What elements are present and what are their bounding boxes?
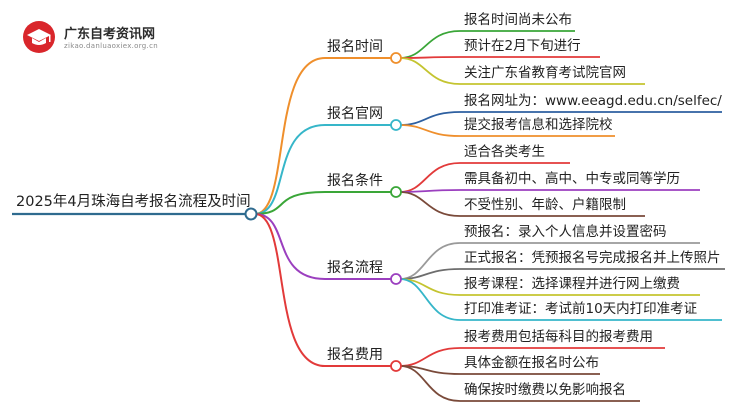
leaf-topic: 需具备初中、高中、中专或同等学历 [464, 171, 680, 187]
leaf-topic: 报考费用包括每科目的报考费用 [464, 329, 653, 345]
leaf-topic: 报考课程：选择课程并进行网上缴费 [464, 276, 680, 292]
leaf-connector [399, 57, 461, 85]
branch-connector [254, 213, 326, 280]
branch-node [390, 273, 402, 285]
leaf-connector [399, 347, 461, 367]
branch-connector [254, 213, 326, 367]
branch-topic: 报名时间 [327, 39, 383, 55]
logo-subtitle: zikao.danluaoxiex.org.cn [64, 42, 158, 50]
branch-node [390, 360, 402, 372]
leaf-topic: 确保按时缴费以免影响报名 [464, 382, 626, 398]
branch-topic: 报名费用 [327, 347, 383, 363]
leaf-connector [399, 191, 461, 217]
leaf-topic: 报名网址为：www.eeagd.edu.cn/selfec/ [464, 93, 722, 109]
branch-topic: 报名官网 [327, 106, 383, 122]
leaf-connector [399, 124, 461, 137]
leaf-connector [399, 56, 461, 59]
leaf-connector [399, 268, 461, 280]
graduation-cap-icon [23, 21, 55, 53]
leaf-connector [399, 162, 461, 193]
leaf-topic: 具体金额在报名时公布 [464, 355, 599, 371]
leaf-connector [399, 30, 461, 59]
leaf-topic: 不受性别、年龄、户籍限制 [464, 197, 626, 213]
branch-connector [254, 191, 326, 215]
leaf-topic: 正式报名：凭预报名号完成报名并上传照片 [464, 250, 721, 266]
leaf-topic: 适合各类考生 [464, 144, 545, 160]
branch-topic: 报名条件 [327, 173, 383, 189]
branch-node [390, 52, 402, 64]
branch-topic: 报名流程 [327, 260, 383, 276]
leaf-topic: 预报名：录入个人信息并设置密码 [464, 224, 667, 240]
leaf-topic: 关注广东省教育考试院官网 [464, 65, 626, 81]
leaf-topic: 报名时间尚未公布 [464, 12, 572, 28]
leaf-connector [399, 111, 461, 126]
root-topic: 2025年4月珠海自考报名流程及时间 [16, 194, 251, 210]
branch-node [390, 119, 402, 131]
branch-node [390, 186, 402, 198]
leaf-topic: 打印准考证：考试前10天内打印准考证 [464, 301, 698, 317]
leaf-connector [399, 278, 461, 321]
root-node [244, 207, 258, 221]
site-logo: 广东自考资讯网 zikao.danluaoxiex.org.cn [22, 16, 182, 60]
leaf-topic: 预计在2月下旬进行 [464, 38, 581, 54]
leaf-topic: 提交报考信息和选择院校 [464, 117, 613, 133]
branch-connector [254, 124, 326, 215]
branch-connector [254, 57, 326, 215]
logo-title: 广东自考资讯网 [64, 27, 156, 42]
leaf-connector [399, 365, 461, 402]
